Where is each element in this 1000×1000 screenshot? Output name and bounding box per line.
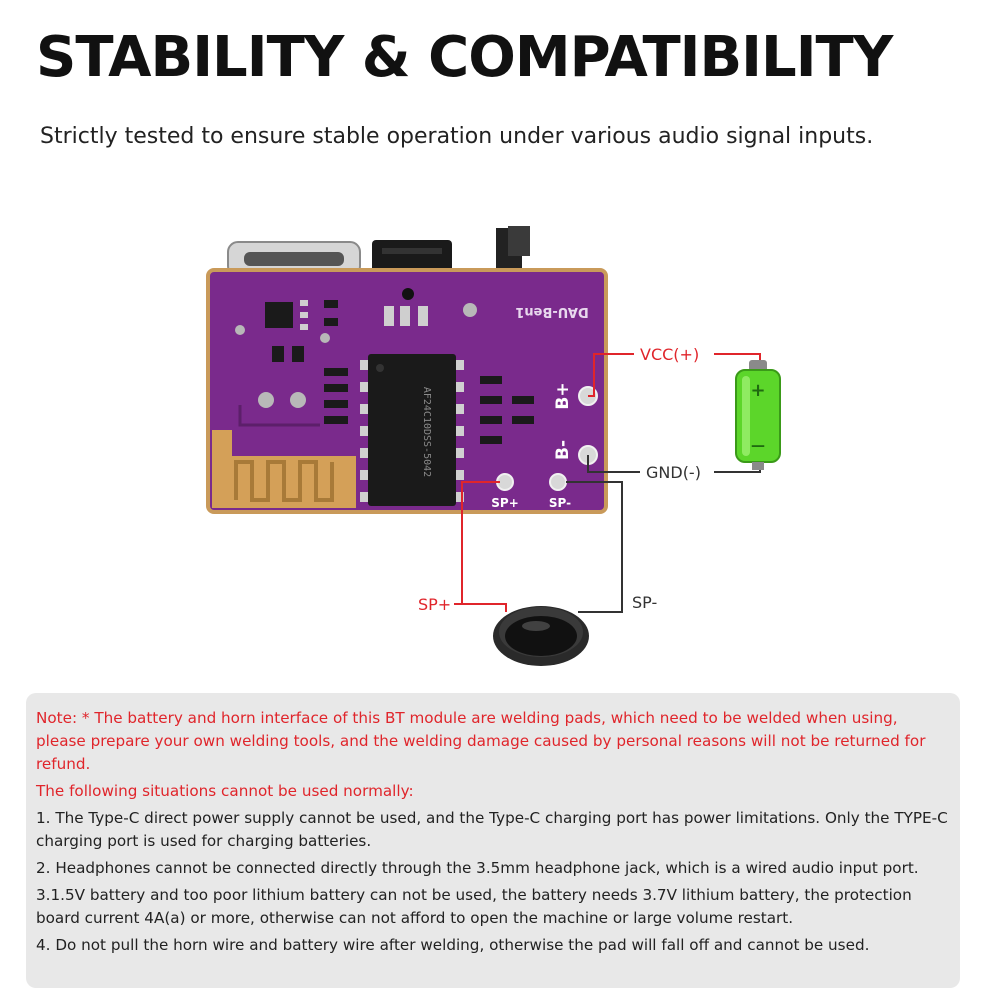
battery-minus-symbol: —	[751, 438, 765, 454]
callout-sp-minus: SP-	[632, 593, 657, 612]
pad-label-b-plus: B+	[553, 382, 573, 409]
warning-note: Note: * The battery and horn interface o…	[36, 709, 926, 773]
pad-label-sp-plus: SP+	[491, 496, 519, 510]
speaker-icon	[493, 606, 589, 666]
note-item-3: 3.1.5V battery and too poor lithium batt…	[36, 886, 912, 927]
board-silkscreen: DAU-Ben1	[515, 304, 588, 319]
note-item-4: 4. Do not pull the horn wire and battery…	[36, 936, 870, 954]
main-chip	[360, 354, 464, 506]
page-title: STABILITY & COMPATIBILITY	[36, 25, 893, 90]
callout-gnd: GND(-)	[646, 463, 701, 482]
wiring-diagram: AF24C10DSS-5042 DAU-Ben1 B+ B- SP+ SP- V…	[206, 226, 781, 666]
battery-plus-symbol: +	[750, 380, 765, 401]
note-item-2: 2. Headphones cannot be connected direct…	[36, 859, 919, 877]
usb-c-port	[227, 241, 361, 277]
notes-panel: Note: * The battery and horn interface o…	[26, 693, 960, 988]
wire-vcc	[588, 353, 761, 397]
page-subtitle: Strictly tested to ensure stable operati…	[40, 124, 874, 149]
callout-vcc: VCC(+)	[640, 345, 699, 364]
pad-sp-minus	[549, 473, 567, 491]
wire-sp-minus	[566, 481, 623, 613]
headphone-jack	[372, 240, 452, 276]
chip-marking: AF24C10DSS-5042	[421, 387, 432, 477]
notes-heading: The following situations cannot be used …	[36, 782, 414, 800]
wire-sp-plus	[454, 481, 507, 612]
callout-sp-plus: SP+	[418, 595, 451, 614]
battery-icon	[735, 360, 781, 470]
pad-label-b-minus: B-	[553, 440, 573, 460]
note-item-1: 1. The Type-C direct power supply cannot…	[36, 809, 948, 850]
pad-label-sp-minus: SP-	[549, 496, 571, 510]
